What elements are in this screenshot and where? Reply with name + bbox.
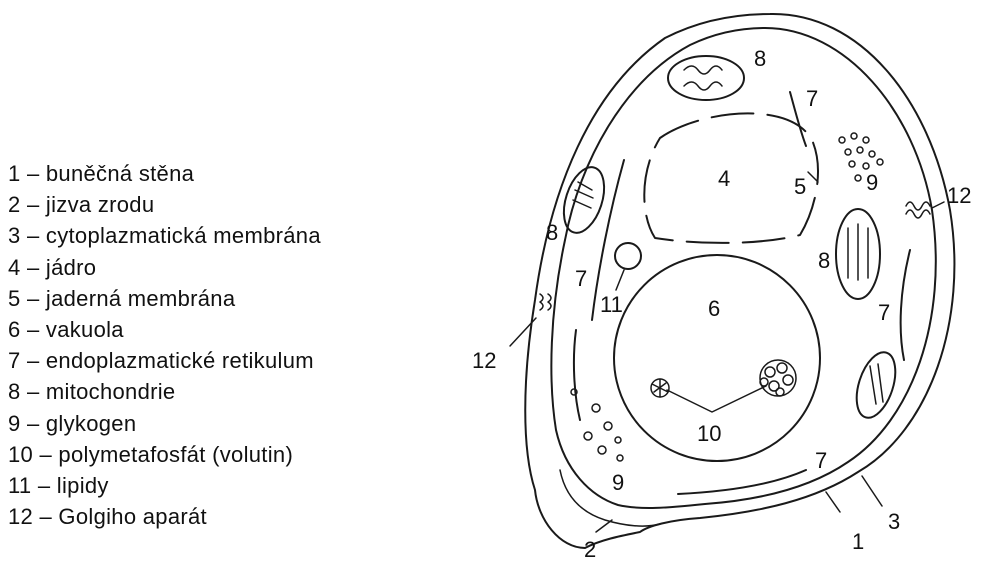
label-1: 1 xyxy=(852,529,864,554)
er-strand-lower-left xyxy=(574,330,580,420)
volutin-granule-small xyxy=(651,379,669,397)
label-6: 6 xyxy=(708,296,720,321)
label-7-bottom: 7 xyxy=(815,448,827,473)
volutin-granule-large xyxy=(760,360,796,396)
nuclear-membrane-dashed xyxy=(644,113,818,243)
glycogen-cluster-lower xyxy=(571,389,623,461)
volutin-leader xyxy=(667,386,766,412)
label-3: 3 xyxy=(888,509,900,534)
lipid-droplet xyxy=(615,243,641,269)
label-11: 11 xyxy=(600,292,623,317)
label-5: 5 xyxy=(794,174,806,199)
label-8-left: 8 xyxy=(546,220,558,245)
label-8-top: 8 xyxy=(754,46,766,71)
label-12-right-leader xyxy=(932,202,944,208)
label-12-right: 12 xyxy=(947,183,971,208)
lipid-leader xyxy=(616,270,624,290)
label-10: 10 xyxy=(697,421,721,446)
label-7-left: 7 xyxy=(575,266,587,291)
label-7-top: 7 xyxy=(806,86,818,111)
label-8-right: 8 xyxy=(818,248,830,273)
mitochondrion-top xyxy=(668,56,744,100)
golgi-apparatus-right xyxy=(906,202,930,218)
label-2-leader xyxy=(596,520,612,532)
label-2: 2 xyxy=(584,537,596,562)
label-7-right: 7 xyxy=(878,300,890,325)
bud-scar-outline xyxy=(560,470,660,526)
label-9-upper: 9 xyxy=(866,170,878,195)
label-12-left-leader xyxy=(510,318,536,346)
label-1-leader xyxy=(826,492,840,512)
golgi-apparatus-left xyxy=(540,294,551,310)
mitochondrion-lower-right xyxy=(849,347,902,422)
label-5-leader xyxy=(808,172,818,182)
er-strand-right-upper xyxy=(901,250,910,360)
label-3-leader xyxy=(862,476,882,506)
label-4: 4 xyxy=(718,166,730,191)
er-strand-top xyxy=(790,92,806,146)
label-12-left: 12 xyxy=(472,348,496,373)
label-9-lower: 9 xyxy=(612,470,624,495)
cell-wall-outline xyxy=(525,14,954,548)
mitochondrion-right xyxy=(836,209,880,299)
